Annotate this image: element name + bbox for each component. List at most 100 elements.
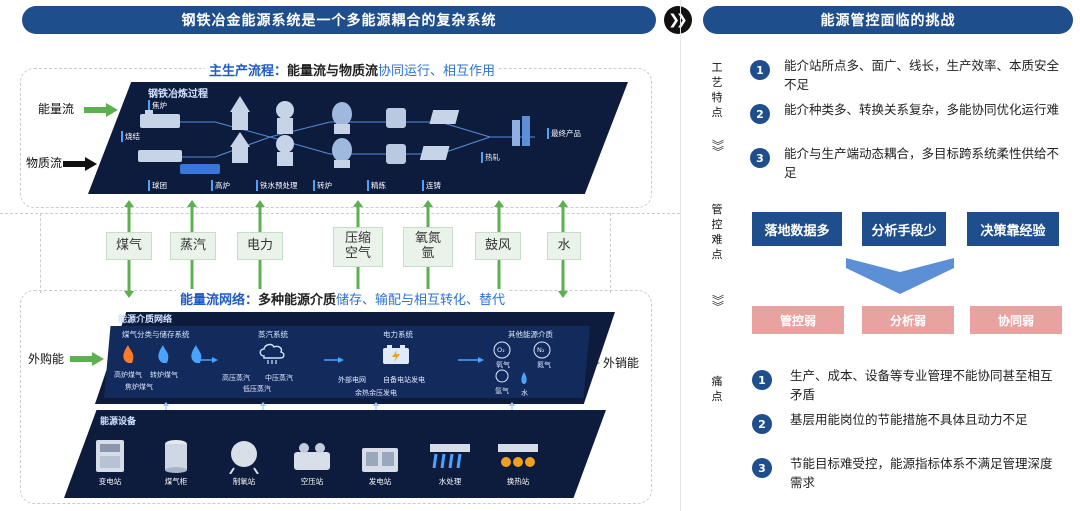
other-water-label: 水 <box>521 389 528 397</box>
pain-item-1: 生产、成本、设备等专业管理不能协同甚至相互矛盾 <box>790 368 1053 402</box>
difficulty-decision-button: 决策靠经验 <box>967 212 1059 246</box>
gas-flame-icons <box>123 345 202 363</box>
steel-process-panel <box>88 82 628 194</box>
equip-label-air-compressor: 空压站 <box>300 477 324 486</box>
tag-converter: 转炉 <box>313 180 332 191</box>
double-chevron-right-icon: ❯❯ <box>664 6 692 34</box>
equipment-title: 能源设备 <box>100 417 137 427</box>
control-difficulty-label: 管控难点 <box>711 203 723 261</box>
process-item-3: 能介与生产端动态耦合，多目标跨系统柔性供给不足 <box>784 146 1060 180</box>
substation-icon <box>96 440 124 472</box>
other-o2-symbol: O₂ <box>497 346 505 354</box>
weak-analysis-button: 分析弱 <box>862 306 954 334</box>
down-chevron-icon-2: ︾︾ <box>712 294 725 314</box>
steam-system-title: 蒸汽系统 <box>258 330 288 339</box>
medium-compressed-air: 压缩 空气 <box>333 227 383 267</box>
steel-plant-illustration <box>138 96 535 174</box>
equip-label-water-treatment: 水处理 <box>438 477 462 486</box>
energy-network-title: 能量流网络：多种能源介质储存、输配与相互转化、替代 <box>176 289 510 308</box>
pain-num-1: 1 <box>752 370 772 390</box>
pain-item-2: 基层用能岗位的节能措施不具体且动力不足 <box>790 412 1028 427</box>
power-label-grid: 外部电网 <box>338 376 366 384</box>
equip-label-heat-exchange: 换热站 <box>506 477 530 486</box>
column-divider <box>680 0 681 511</box>
main-process-title: 主生产流程：能量流与物质流协同运行、相互作用 <box>205 60 500 79</box>
tag-hot-rolling: 热轧 <box>481 152 500 163</box>
tag-final-product: 最终产品 <box>547 128 581 139</box>
equip-label-oxygen-plant: 制氧站 <box>232 477 256 486</box>
gas-label-bf: 高炉煤气 <box>114 371 142 379</box>
medium-power: 电力 <box>237 232 283 260</box>
steam-system-panel <box>214 326 332 398</box>
left-banner: 钢铁冶金能源系统是一个多能源耦合的复杂系统 <box>22 6 656 34</box>
other-media-panel <box>460 326 590 398</box>
other-n2-symbol: N₂ <box>537 346 545 354</box>
steam-label-high: 高压蒸汽 <box>222 374 250 382</box>
right-banner: 能源管控面临的挑战 <box>703 6 1073 34</box>
system-link-arrows <box>198 357 484 363</box>
process-item-2: 能介种类多、转换关系复杂，多能协同优化运行难 <box>784 102 1060 117</box>
other-argon-label: 氩气 <box>495 387 509 395</box>
power-station-icon <box>362 448 398 472</box>
left-vertical-dash <box>40 213 41 293</box>
power-label-self: 自备电站发电 <box>383 376 425 384</box>
material-flow-label: 物质流 <box>26 156 63 170</box>
funnel-arrow-icon <box>846 258 954 294</box>
tag-casting: 连铸 <box>422 180 441 191</box>
process-num-3: 3 <box>750 148 770 168</box>
tag-pellet: 球团 <box>148 180 167 191</box>
tag-blast-furnace: 高炉 <box>211 180 230 191</box>
gas-system-title: 煤气分类与储存系统 <box>122 330 190 339</box>
gas-holder-icon <box>165 440 187 473</box>
medium-steam: 蒸汽 <box>170 232 216 260</box>
heat-exchange-icon <box>498 444 538 467</box>
pain-num-2: 2 <box>752 414 772 434</box>
right-vertical-dash <box>610 213 611 293</box>
steel-process-title: 钢铁冶炼过程 <box>148 89 208 100</box>
medium-gas: 煤气 <box>106 232 152 260</box>
energy-flow-arrow-icon <box>84 103 118 117</box>
tag-sinter: 烧结 <box>121 131 140 142</box>
tag-refining: 精炼 <box>367 180 386 191</box>
equip-label-gas-holder: 煤气柜 <box>164 477 188 486</box>
medium-blast: 鼓风 <box>475 232 521 260</box>
sold-energy-label: 外销能 <box>603 356 640 370</box>
air-compressor-icon <box>294 443 330 470</box>
steam-label-low: 低压蒸汽 <box>243 385 271 393</box>
weak-coordination-button: 协同弱 <box>970 306 1062 334</box>
other-media-title: 其他能源介质 <box>508 330 553 339</box>
material-flow-arrow-icon <box>63 157 97 171</box>
gas-label-coke: 焦炉煤气 <box>125 383 153 391</box>
equipment-panel <box>64 410 606 498</box>
power-label-waste-heat: 余热余压发电 <box>355 389 397 397</box>
other-nitrogen-label: 氮气 <box>537 361 551 369</box>
battery-icon <box>383 345 409 364</box>
pain-item-3: 节能目标难受控，能源指标体系不满足管理深度需求 <box>790 456 1053 490</box>
tag-coke-oven: 焦炉 <box>148 100 167 111</box>
divider-line <box>0 213 680 214</box>
equip-label-power-station: 发电站 <box>368 477 392 486</box>
power-system-title: 电力系统 <box>383 330 413 339</box>
steam-cloud-icon <box>259 343 285 364</box>
water-treatment-icon <box>430 444 470 469</box>
process-characteristics-label: 工艺特点 <box>711 61 723 119</box>
pain-num-3: 3 <box>752 458 772 478</box>
purchased-energy-label: 外购能 <box>28 352 65 366</box>
process-item-1: 能介站所点多、面广、线长，生产效率、本质安全不足 <box>784 58 1060 92</box>
pain-points-label: 痛点 <box>711 375 723 403</box>
medium-oxygen-nitrogen-argon: 氧氮 氩 <box>403 227 453 267</box>
oxygen-plant-icon <box>229 441 259 474</box>
process-num-1: 1 <box>750 60 770 80</box>
purchased-energy-arrow-icon <box>70 352 104 366</box>
difficulty-analysis-button: 分析手段少 <box>862 212 946 246</box>
tag-hot-metal-pretreat: 铁水预处理 <box>256 180 298 191</box>
difficulty-data-button: 落地数据多 <box>752 212 842 246</box>
medium-water: 水 <box>547 232 581 260</box>
down-chevron-icon-1: ︾︾ <box>712 139 725 159</box>
weak-control-button: 管控弱 <box>752 306 844 334</box>
process-num-2: 2 <box>750 104 770 124</box>
gas-bubbles-icon <box>493 341 551 384</box>
energy-flow-label: 能量流 <box>38 102 75 116</box>
gas-label-converter: 转炉煤气 <box>150 371 178 379</box>
